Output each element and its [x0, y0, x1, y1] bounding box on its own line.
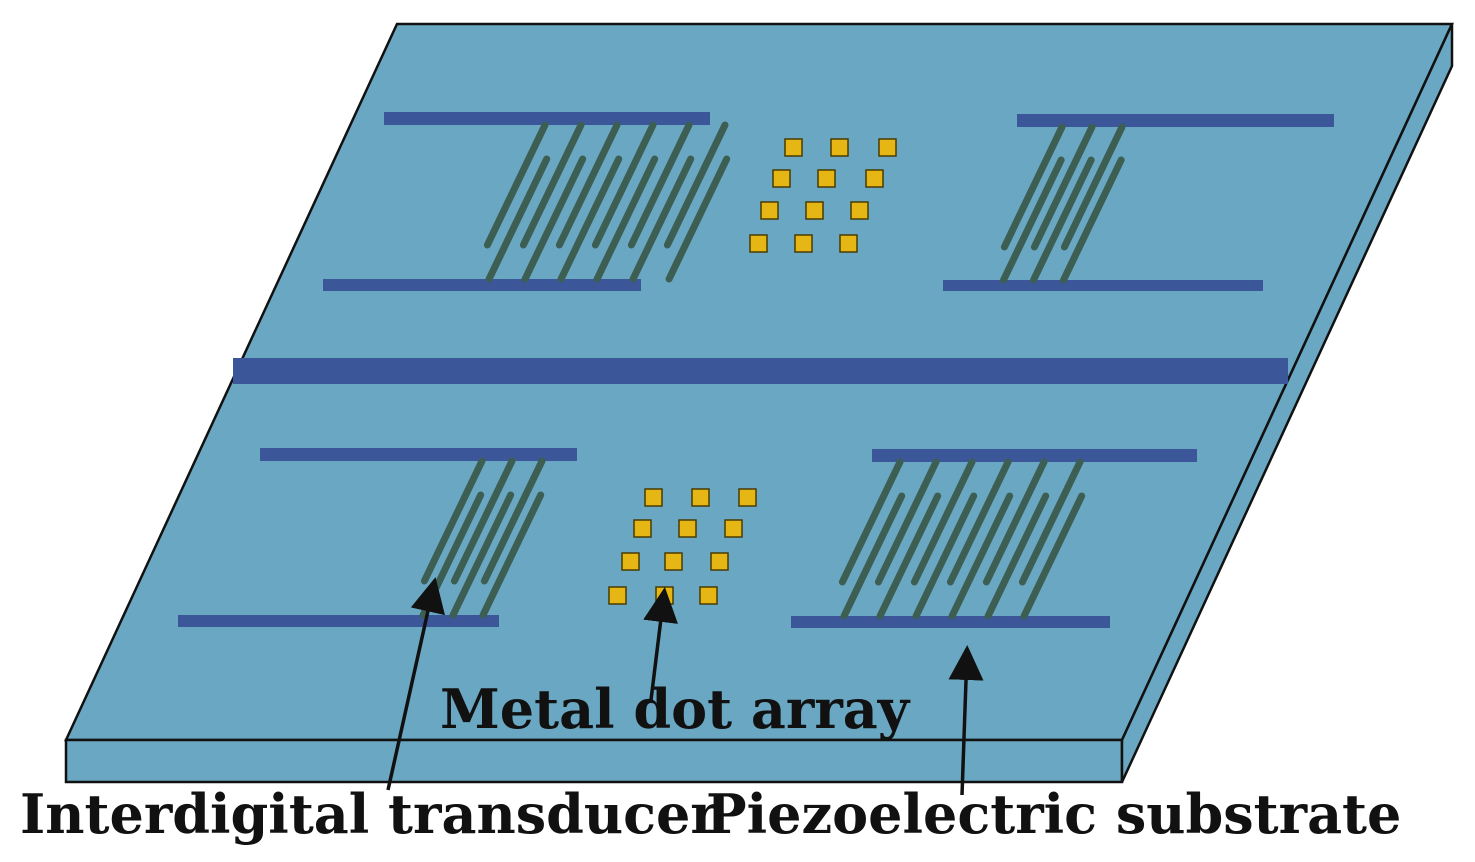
top-bus-bar: [260, 448, 577, 461]
top-bus-bar: [384, 112, 710, 125]
metal-dot: [710, 552, 729, 571]
metal-dot: [830, 138, 849, 157]
bottom-bus-bar: [323, 279, 641, 291]
transducer-finger: [876, 492, 942, 620]
transducer-finger: [1060, 156, 1125, 284]
metal-dot: [699, 586, 718, 605]
transducer-finger: [984, 492, 1050, 620]
transducer-finger: [912, 492, 978, 620]
interdigital-transducer: [943, 114, 1334, 291]
metal-dot: [608, 586, 627, 605]
metal-dot: [724, 519, 743, 538]
label-interdigital-transducer: Interdigital transducer: [20, 782, 719, 846]
transducer-finger: [450, 457, 516, 585]
arrow-piezoelectric-substrate: [948, 645, 984, 796]
piezoelectric-substrate: [64, 22, 1454, 784]
interdigital-transducer: [323, 112, 731, 291]
metal-dot: [794, 234, 813, 253]
metal-dot: [621, 552, 640, 571]
transducer-finger: [840, 492, 906, 620]
metal-dot: [644, 488, 663, 507]
transducer-finger: [948, 492, 1014, 620]
metal-dot: [678, 519, 697, 538]
transducer-finger: [1018, 458, 1084, 586]
transducer-finger: [479, 491, 545, 619]
transducer-finger: [1000, 123, 1066, 251]
substrate-side-face: [1120, 23, 1454, 783]
transducer-finger: [663, 121, 729, 249]
arrow-interdigital-transducer: [386, 577, 445, 791]
center-bus-bar: [233, 358, 1288, 384]
label-metal-dot-array: Metal dot array: [440, 677, 911, 741]
transducer-finger: [483, 121, 549, 249]
transducer-finger: [521, 155, 587, 283]
metal-dot-array: [749, 138, 897, 253]
transducer-finger: [665, 155, 731, 283]
transducer-finger: [1060, 123, 1126, 251]
metal-dot: [749, 234, 768, 253]
transducer-finger: [519, 121, 585, 249]
metal-dot: [772, 169, 791, 188]
transducer-finger: [1020, 492, 1086, 620]
transducer-finger: [1000, 156, 1065, 284]
transducer-finger: [629, 155, 695, 283]
transducer-finger: [627, 121, 693, 249]
bottom-bus-bar: [178, 615, 499, 627]
bottom-bus-bar: [791, 616, 1110, 628]
top-bus-bar: [872, 449, 1197, 462]
transducer-finger: [874, 458, 940, 586]
metal-dot: [817, 169, 836, 188]
interdigital-transducer: [791, 449, 1197, 628]
metal-dot: [633, 519, 652, 538]
metal-dot: [839, 234, 858, 253]
transducer-finger: [555, 121, 621, 249]
top-bus-bar: [1017, 114, 1334, 127]
transducer-finger: [838, 458, 904, 586]
metal-dot: [865, 169, 884, 188]
transducer-finger: [982, 458, 1048, 586]
metal-dot: [738, 488, 757, 507]
transducer-finger: [557, 155, 623, 283]
transducer-finger: [946, 458, 1012, 586]
transducer-finger: [1030, 123, 1096, 251]
transducer-finger: [593, 155, 659, 283]
transducer-finger: [591, 121, 657, 249]
transducer-finger: [1030, 156, 1095, 284]
arrow-metal-dot-array: [643, 587, 678, 701]
metal-dot: [691, 488, 710, 507]
metal-dot: [878, 138, 897, 157]
transducer-finger: [485, 155, 551, 283]
transducer-finger: [420, 457, 486, 585]
bottom-bus-bar: [943, 280, 1263, 291]
transducer-finger: [910, 458, 976, 586]
metal-dot: [805, 201, 824, 220]
label-piezoelectric-substrate: Piezoelectric substrate: [706, 782, 1401, 846]
metal-dot: [850, 201, 869, 220]
transducer-finger: [480, 457, 546, 585]
metal-dot: [784, 138, 803, 157]
metal-dot: [664, 552, 683, 571]
transducer-finger: [449, 491, 515, 619]
metal-dot: [760, 201, 779, 220]
interdigital-transducer: [178, 448, 577, 627]
